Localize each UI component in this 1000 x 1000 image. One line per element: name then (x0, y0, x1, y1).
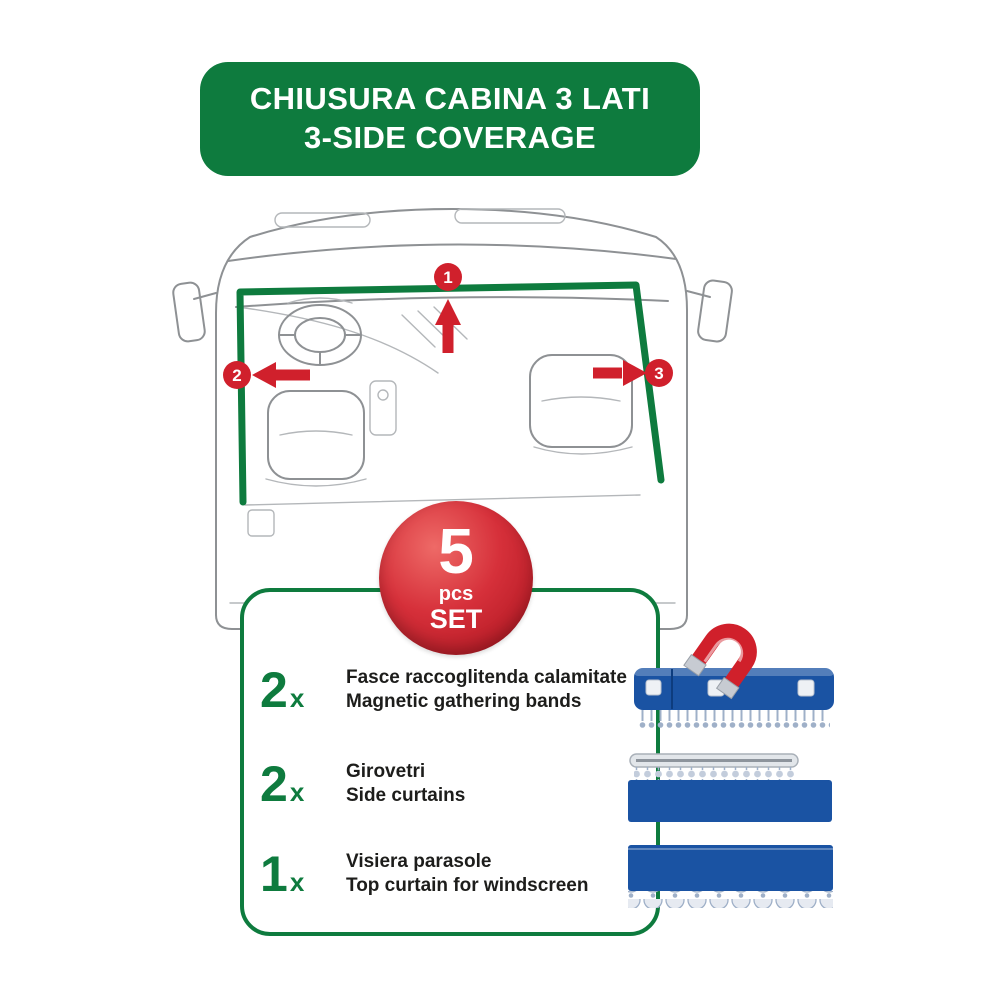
center-console (369, 380, 397, 436)
item-label-en: Side curtains (346, 785, 466, 806)
passenger-seat (529, 354, 633, 455)
coverage-path (236, 281, 665, 506)
side-curtain-illustration (628, 753, 832, 822)
title-banner: CHIUSURA CABINA 3 LATI 3-SIDE COVERAGE (200, 62, 700, 176)
badge-count: 5 (438, 515, 474, 588)
title-line-italian: CHIUSURA CABINA 3 LATI (249, 81, 651, 117)
title-line-english: 3-SIDE COVERAGE (304, 120, 596, 155)
item-label-it: Girovetri (346, 760, 426, 782)
item-label-it: Visiera parasole (346, 850, 492, 872)
marker-2-number: 2 (232, 366, 241, 385)
magnet-icon (683, 623, 757, 700)
item-label-en: Magnetic gathering bands (346, 691, 582, 712)
marker-2: 2 (223, 361, 310, 389)
badge-set-label: SET (429, 603, 483, 634)
marker-1: 1 (434, 263, 462, 353)
windscreen-curtain-illustration (628, 845, 833, 908)
truck-cab-diagram: 1 2 3 (172, 208, 733, 630)
marker-1-number: 1 (443, 268, 452, 287)
driver-seat (265, 390, 367, 487)
left-mirror (172, 281, 217, 343)
badge-unit: pcs (438, 582, 474, 605)
right-mirror (686, 279, 733, 343)
steering-wheel-icon (278, 297, 362, 366)
item-label-en: Top curtain for windscreen (346, 875, 589, 896)
item-label-it: Fasce raccoglitenda calamitate (346, 666, 627, 688)
marker-3: 3 (593, 359, 673, 387)
pcs-set-badge: 5 pcs SET (379, 501, 533, 655)
product-illustrations (628, 623, 834, 908)
marker-3-number: 3 (654, 364, 663, 383)
